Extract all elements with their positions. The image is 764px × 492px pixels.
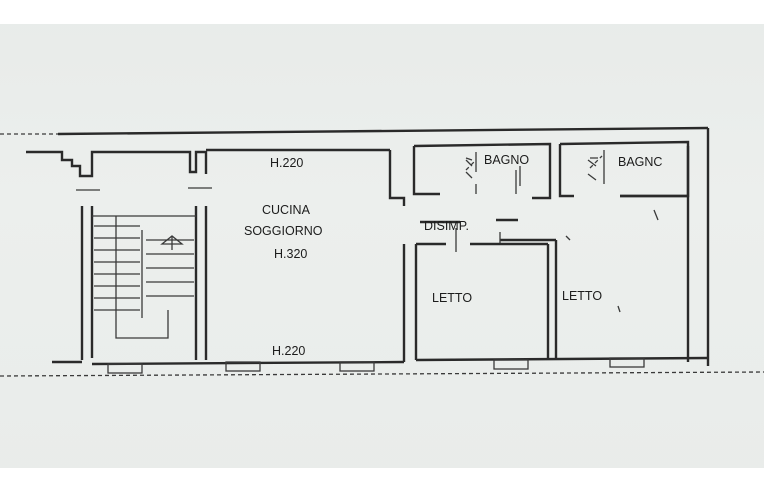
- label-kitchen-height: H.320: [274, 247, 307, 261]
- label-bathroom-1: BAGNO: [484, 153, 529, 167]
- window-living-1: [225, 361, 261, 372]
- outer-wall-top: [57, 126, 709, 136]
- stair-core: [115, 216, 169, 339]
- living-wall-right-top: [388, 150, 406, 206]
- stair-treads-left: [94, 225, 140, 311]
- bath2-door-swing: [589, 155, 603, 169]
- label-height-bottom: H.220: [272, 344, 305, 358]
- top-margin: [0, 0, 764, 24]
- label-bathroom-2: BAGNC: [618, 155, 662, 169]
- bath2-walls: [559, 140, 690, 198]
- window-living-2: [339, 361, 375, 372]
- window-stair: [107, 363, 143, 374]
- bath1-fixture-icon: [465, 157, 473, 179]
- facade-step-left: [26, 150, 208, 178]
- corridor-walls: [420, 218, 556, 242]
- label-kitchen: CUCINA: [262, 203, 311, 217]
- bottom-margin: [0, 468, 764, 492]
- window-bedroom-2: [609, 357, 645, 368]
- bath2-fixture-icon: [587, 157, 598, 181]
- label-height-top: H.220: [270, 156, 303, 170]
- stair-treads-right: [146, 239, 194, 297]
- bath1-wall-left: [412, 146, 440, 196]
- outer-wall-bottom-right: [415, 356, 709, 362]
- corridor-mark: [565, 235, 571, 241]
- bath1-walls: [413, 142, 552, 200]
- label-living: SOGGIORNO: [244, 224, 323, 238]
- label-bedroom-1: LETTO: [432, 291, 472, 305]
- bath2-wall-left: [558, 144, 574, 198]
- bath1-door-swing: [465, 159, 477, 171]
- label-bedroom-2: LETTO: [562, 289, 602, 303]
- site-line-bottom: [0, 371, 764, 377]
- label-hall: DISIMP.: [424, 219, 469, 233]
- window-bedroom-1: [493, 359, 529, 370]
- pencil-mark: [653, 209, 659, 221]
- pencil-mark-2: [617, 305, 621, 313]
- bath1-partitions: [475, 152, 517, 194]
